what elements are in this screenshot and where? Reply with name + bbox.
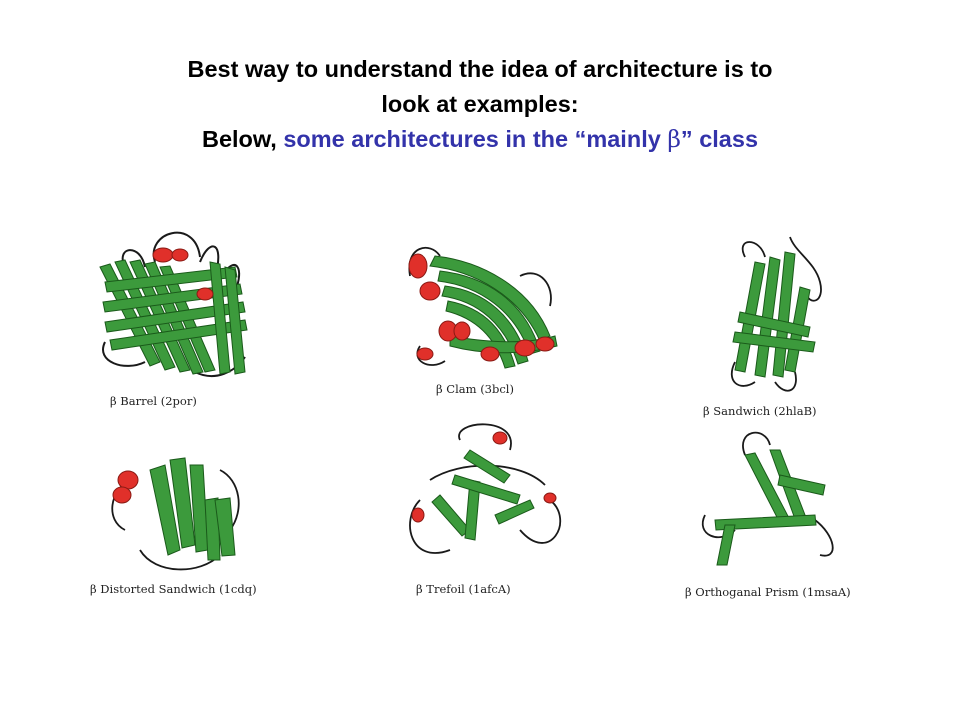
clam-ribbon-figure [408,246,558,369]
title-line-1: Best way to understand the idea of archi… [187,56,773,82]
panel-trefoil: β Trefoil (1afcA) [400,420,570,596]
beta-symbol: β [667,125,681,153]
title-line-2: look at examples: [381,91,579,117]
title-highlight: some architectures in the “mainly β” cla… [283,125,759,153]
panel-orthogonal-prism: β Orthoganal Prism (1msaA) [685,425,851,599]
title-line-3-prefix: Below, [201,126,284,152]
slide-title: Best way to understand the idea of archi… [0,52,960,157]
orthogonal-prism-ribbon-figure [702,431,834,566]
title-highlight-suffix: ” class [680,126,759,152]
caption-distorted-sandwich: β Distorted Sandwich (1cdq) [90,582,257,596]
distorted-sandwich-ribbon-figure [111,457,240,571]
caption-sandwich: β Sandwich (2hlaB) [703,404,817,418]
title-highlight-text: some architectures in the “mainly [283,126,668,152]
caption-orthogonal-prism: β Orthoganal Prism (1msaA) [685,585,851,599]
title-line-3: Below, some architectures in the “mainly… [0,122,960,157]
sandwich-ribbon-figure [730,236,822,392]
panel-sandwich: β Sandwich (2hlaB) [703,232,835,418]
barrel-ribbon-figure [99,231,248,377]
trefoil-ribbon-figure [409,423,561,554]
panel-distorted-sandwich: β Distorted Sandwich (1cdq) [90,440,260,596]
caption-barrel: β Barrel (2por) [110,394,197,408]
caption-clam: β Clam (3bcl) [436,382,514,396]
panel-clam: β Clam (3bcl) [400,236,570,396]
caption-trefoil: β Trefoil (1afcA) [416,582,511,596]
panel-barrel: β Barrel (2por) [85,222,260,408]
